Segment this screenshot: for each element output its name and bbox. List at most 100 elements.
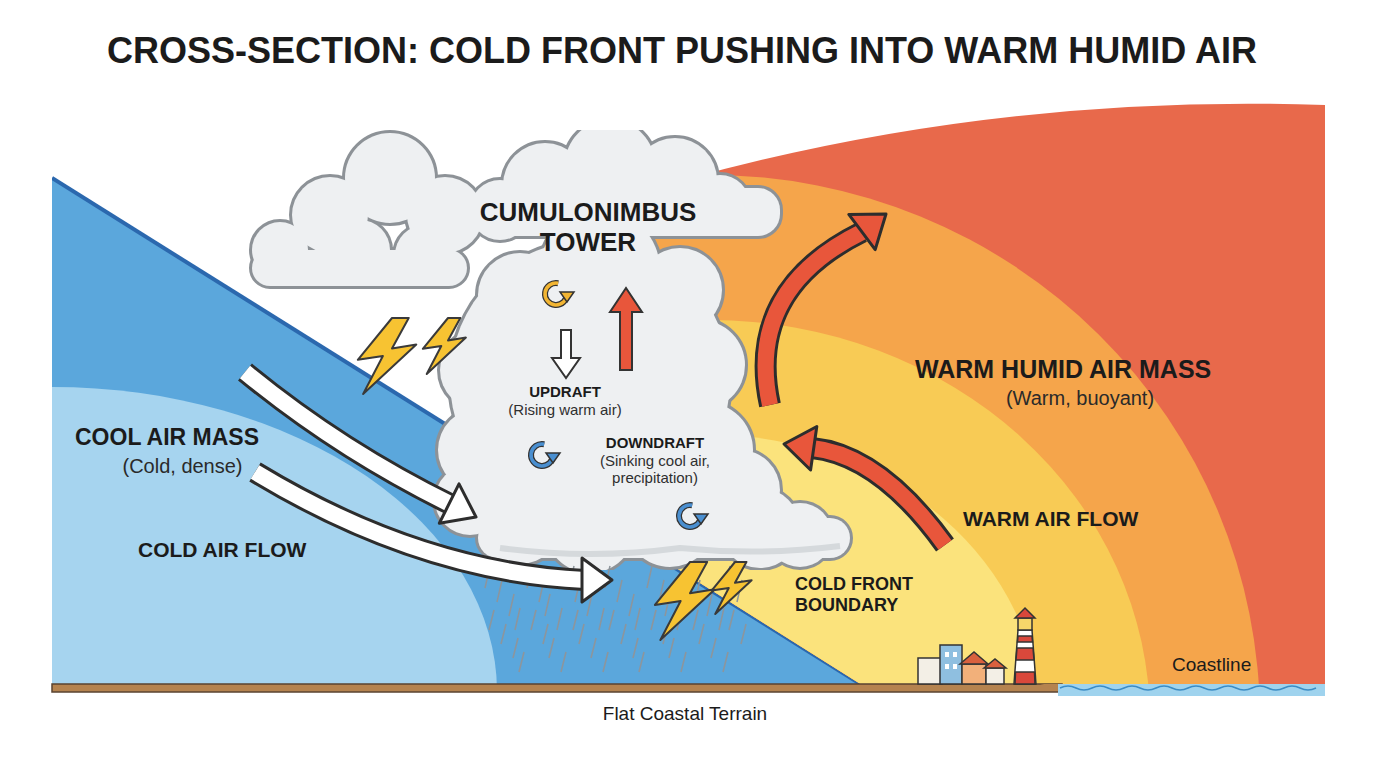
cool-air-core: [52, 387, 497, 690]
illustration-part: [1014, 630, 1036, 684]
rain-streak: [515, 608, 520, 630]
rain-streak: [719, 608, 724, 630]
rain-streak: [489, 610, 494, 630]
shape: [439, 484, 476, 523]
lighthouse: [1014, 608, 1036, 684]
shape: [252, 250, 467, 286]
rain-streak: [711, 638, 716, 658]
ground: [52, 684, 1062, 692]
shape: [255, 472, 585, 580]
rain-streak: [573, 610, 578, 630]
process-note: (Rising warm air): [485, 401, 645, 418]
shape: [812, 448, 945, 545]
water: [1058, 684, 1325, 696]
region-note: (Cold, dense): [70, 455, 295, 478]
illustration-part: [1018, 618, 1032, 630]
rain-streak: [639, 652, 644, 672]
place-label: Coastline: [1172, 654, 1251, 676]
shape: [766, 232, 862, 405]
lightning-bolt: [358, 318, 417, 394]
illustration-part: [1018, 636, 1033, 642]
illustration-part: [953, 652, 957, 657]
illustration-part: [986, 668, 1004, 684]
downdraft-arrow: [552, 330, 580, 378]
rain-streak: [591, 638, 596, 658]
shape: [766, 232, 862, 405]
shape: [478, 518, 850, 558]
region-heading: COOL AIR MASS: [75, 424, 259, 450]
illustration-part: [918, 658, 942, 684]
illustration-part: [1015, 672, 1035, 684]
rain-streak: [561, 652, 566, 672]
illustration-part: [984, 659, 1006, 668]
rain-streak: [557, 608, 562, 630]
updraft-arrow: [610, 288, 642, 370]
shape: [600, 435, 1040, 690]
rain-streak: [699, 624, 704, 644]
rain-streak: [599, 608, 604, 630]
warm-air-bands: [600, 100, 1325, 690]
rain-streak: [669, 638, 674, 658]
rain-streak: [543, 624, 548, 644]
lightning-bolt: [655, 562, 715, 640]
title: CROSS-SECTION: COLD FRONT PUSHING INTO W…: [0, 30, 1370, 71]
shape: [255, 472, 585, 580]
rain-streak: [545, 594, 550, 616]
rain-streak: [609, 610, 614, 630]
lightning-bolt: [712, 562, 752, 614]
rain-streak: [513, 638, 518, 658]
circulation-icon: [546, 453, 560, 463]
illustration-part: [1015, 608, 1035, 618]
rain-streak: [647, 566, 652, 588]
warm-flow-arrow: [784, 426, 945, 545]
cold-flow-arrow: [255, 472, 612, 602]
boundary-label: COLD FRONT BOUNDARY: [795, 574, 945, 615]
circulation-icons: [531, 283, 708, 527]
lightning: [358, 318, 752, 640]
shape: [478, 518, 850, 558]
rain-streak: [633, 638, 638, 658]
rain-streak: [635, 608, 640, 630]
rain-streak: [579, 624, 584, 644]
flow-label: COLD AIR FLOW: [138, 538, 306, 562]
shape: [252, 250, 467, 286]
process-name: DOWNDRAFT: [580, 434, 730, 451]
illustration-part: [953, 664, 957, 669]
illustration-part: [945, 652, 949, 657]
warm-flow-arrow: [766, 214, 886, 405]
circulation-icon: [694, 514, 708, 524]
rain-streak: [501, 624, 506, 644]
flow-arrows: [245, 214, 945, 602]
illustration-part: [960, 652, 988, 664]
illustration-part: [1016, 648, 1034, 660]
waves: [1060, 686, 1316, 690]
rain-streak: [509, 594, 514, 616]
rain-streak: [549, 638, 554, 658]
terrain-label: Flat Coastal Terrain: [535, 703, 835, 725]
illustration-part: [945, 664, 949, 669]
cloud-heading: CUMULONIMBUS TOWER: [462, 198, 714, 258]
shape: [849, 214, 886, 250]
rain-streak: [621, 624, 626, 644]
circulation-icon: [560, 292, 574, 302]
region-note: (Warm, buoyant): [915, 387, 1245, 410]
shape: [600, 175, 1260, 690]
rain-streak: [693, 610, 698, 630]
cloud-shade: [500, 546, 840, 554]
rain-streak: [497, 580, 502, 602]
rain-streak: [681, 652, 686, 672]
process-name: UPDRAFT: [495, 383, 635, 400]
rain-streak: [651, 610, 656, 630]
region-heading: WARM HUMID AIR MASS: [915, 355, 1211, 384]
rain-streak: [723, 652, 728, 672]
shape: [812, 448, 945, 545]
flow-label: WARM AIR FLOW: [963, 507, 1138, 531]
rain-streak: [629, 594, 634, 616]
rain-streak: [519, 652, 524, 672]
process-note: (Sinking cool air, precipitation): [580, 452, 730, 487]
rain-streak: [729, 610, 734, 630]
city: [918, 645, 1006, 684]
rain-streak: [531, 610, 536, 630]
